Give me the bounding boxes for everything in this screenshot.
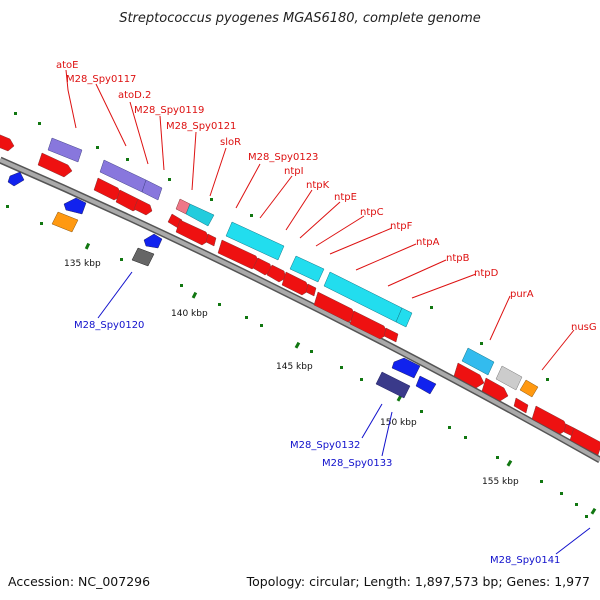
label-ntpK: ntpK — [306, 180, 330, 191]
gene-lightgray — [495, 365, 523, 391]
gene-red — [205, 233, 217, 247]
gene-ntpD — [395, 307, 413, 328]
label-ntpI: ntpI — [284, 166, 304, 177]
label-M28_Spy0133: M28_Spy0133 — [322, 458, 392, 469]
label-M28_Spy0123: M28_Spy0123 — [248, 152, 318, 163]
gene-red — [0, 134, 15, 152]
label-atoD.2: atoD.2 — [118, 90, 151, 101]
gene-M28_Spy0133 — [391, 357, 421, 379]
label-ntpB: ntpB — [446, 253, 470, 264]
tick-label-150: 150 kbp — [380, 418, 417, 428]
label-purA: purA — [510, 289, 534, 300]
label-M28_Spy0119: M28_Spy0119 — [134, 105, 204, 116]
gene-nusG — [519, 379, 539, 398]
gene-ntpE — [289, 255, 325, 283]
gene-red — [383, 327, 399, 343]
label-M28_Spy0117: M28_Spy0117 — [66, 74, 136, 85]
genes-forward-outer — [0, 134, 600, 456]
label-M28_Spy0121: M28_Spy0121 — [166, 121, 236, 132]
accession-text: Accession: NC_007296 — [8, 574, 150, 589]
tick-label-140: 140 kbp — [171, 309, 208, 319]
tick-label-135: 135 kbp — [64, 259, 101, 269]
label-M28_Spy0120: M28_Spy0120 — [74, 320, 144, 331]
genes-reverse — [7, 171, 437, 399]
label-ntpF: ntpF — [390, 221, 413, 232]
gene-red — [305, 283, 317, 297]
gene-red — [349, 310, 389, 340]
map-title: Streptococcus pyogenes MGAS6180, complet… — [119, 11, 481, 26]
gene-blue — [415, 375, 437, 395]
gene-red — [453, 362, 485, 389]
gene-red — [513, 397, 529, 414]
leader-lines-bottom — [97, 271, 591, 555]
label-atoE: atoE — [56, 60, 79, 71]
gene-ntpI — [225, 221, 285, 261]
gene-red — [266, 264, 287, 283]
gene-red — [481, 377, 509, 402]
leader-lines-top — [65, 69, 575, 371]
label-ntpC: ntpC — [360, 207, 384, 218]
genome-backbone — [0, 156, 600, 464]
gene-blue — [63, 197, 87, 215]
gene-blue — [143, 233, 163, 249]
tick-ring-outer — [14, 112, 549, 381]
gene-red — [37, 152, 73, 178]
label-sloR: sloR — [220, 137, 241, 148]
tick-ring-inner — [6, 205, 588, 518]
gene-M28_Spy0120 — [131, 247, 155, 267]
gene-red — [133, 198, 153, 216]
label-M28_Spy0141: M28_Spy0141 — [490, 555, 560, 566]
gene-M28_Spy0132 — [375, 371, 411, 399]
gene-purA — [461, 347, 495, 376]
label-ntpD: ntpD — [474, 268, 499, 279]
gene-atoD.2 — [141, 179, 163, 201]
tick-label-155: 155 kbp — [482, 477, 519, 487]
label-ntpA: ntpA — [416, 237, 440, 248]
label-M28_Spy0132: M28_Spy0132 — [290, 440, 360, 451]
gene-labels-bottom: M28_Spy0120 M28_Spy0132 M28_Spy0133 M28_… — [74, 320, 560, 566]
gene-labels-top: atoE M28_Spy0117 atoD.2 M28_Spy0119 M28_… — [56, 60, 597, 333]
gene-red — [569, 427, 600, 456]
label-nusG: nusG — [571, 322, 597, 333]
gene-blue — [7, 171, 25, 187]
tick-label-145: 145 kbp — [276, 362, 313, 372]
gene-red — [175, 219, 211, 246]
label-ntpE: ntpE — [334, 192, 357, 203]
gene-atoE — [47, 137, 83, 163]
gene-M28_Spy0121 — [185, 203, 215, 227]
gene-orange — [51, 211, 79, 233]
gene-red — [281, 271, 311, 296]
summary-text: Topology: circular; Length: 1,897,573 bp… — [246, 574, 590, 589]
